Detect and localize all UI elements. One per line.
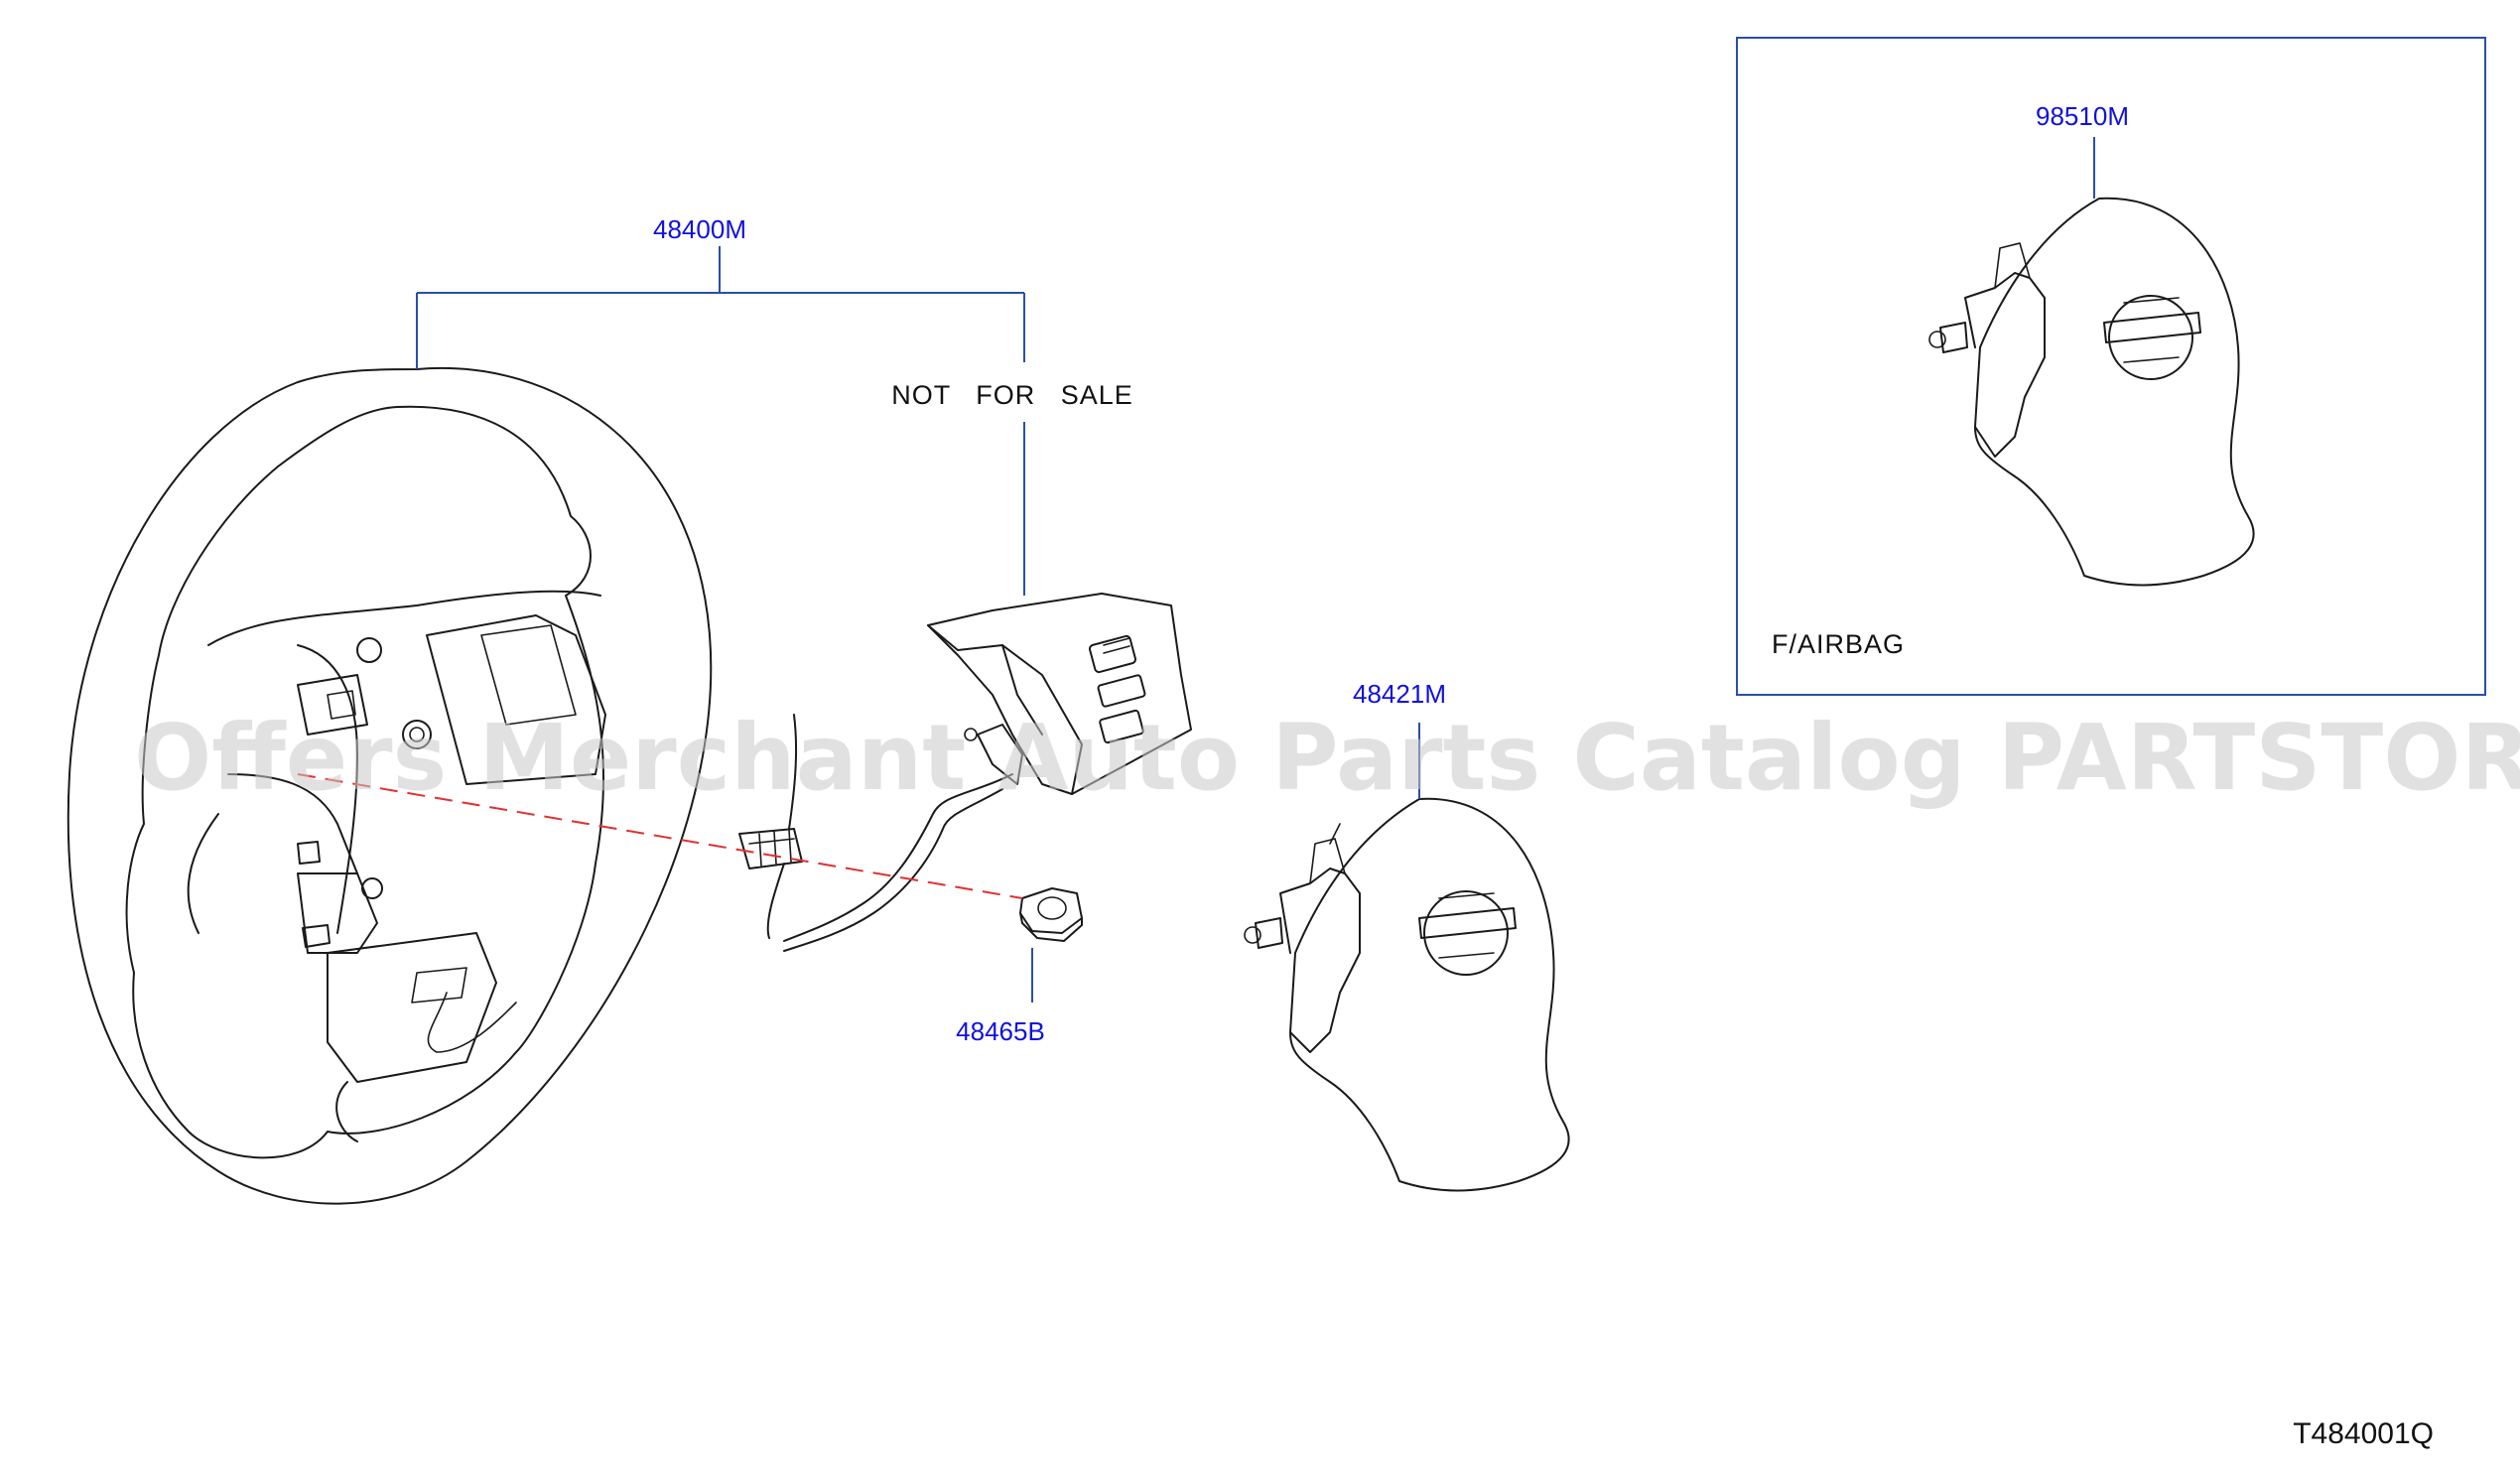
steering-wheel-drawing bbox=[66, 367, 713, 1205]
inset-airbag-drawing bbox=[1928, 197, 2255, 587]
label-not-for-sale: NOT FOR SALE bbox=[891, 380, 1133, 410]
label-f-airbag: F/AIRBAG bbox=[1772, 629, 1905, 659]
airbag-module-drawing bbox=[1244, 797, 1570, 1192]
nut-drawing bbox=[1019, 887, 1083, 942]
leader-lines bbox=[416, 137, 2095, 1003]
drawing-code: T484001Q bbox=[2293, 1417, 2434, 1450]
switch-assembly-drawing bbox=[738, 593, 1192, 952]
label-48465b[interactable]: 48465B bbox=[956, 1016, 1045, 1046]
label-48400m[interactable]: 48400M bbox=[653, 214, 746, 244]
inset-frame bbox=[1736, 37, 2486, 696]
watermark: Offers Merchant Auto Parts Catalog PARTS… bbox=[134, 705, 2520, 811]
label-98510m[interactable]: 98510M bbox=[2036, 101, 2129, 131]
label-48421m[interactable]: 48421M bbox=[1353, 679, 1446, 709]
assembly-axis-line bbox=[297, 773, 1023, 899]
